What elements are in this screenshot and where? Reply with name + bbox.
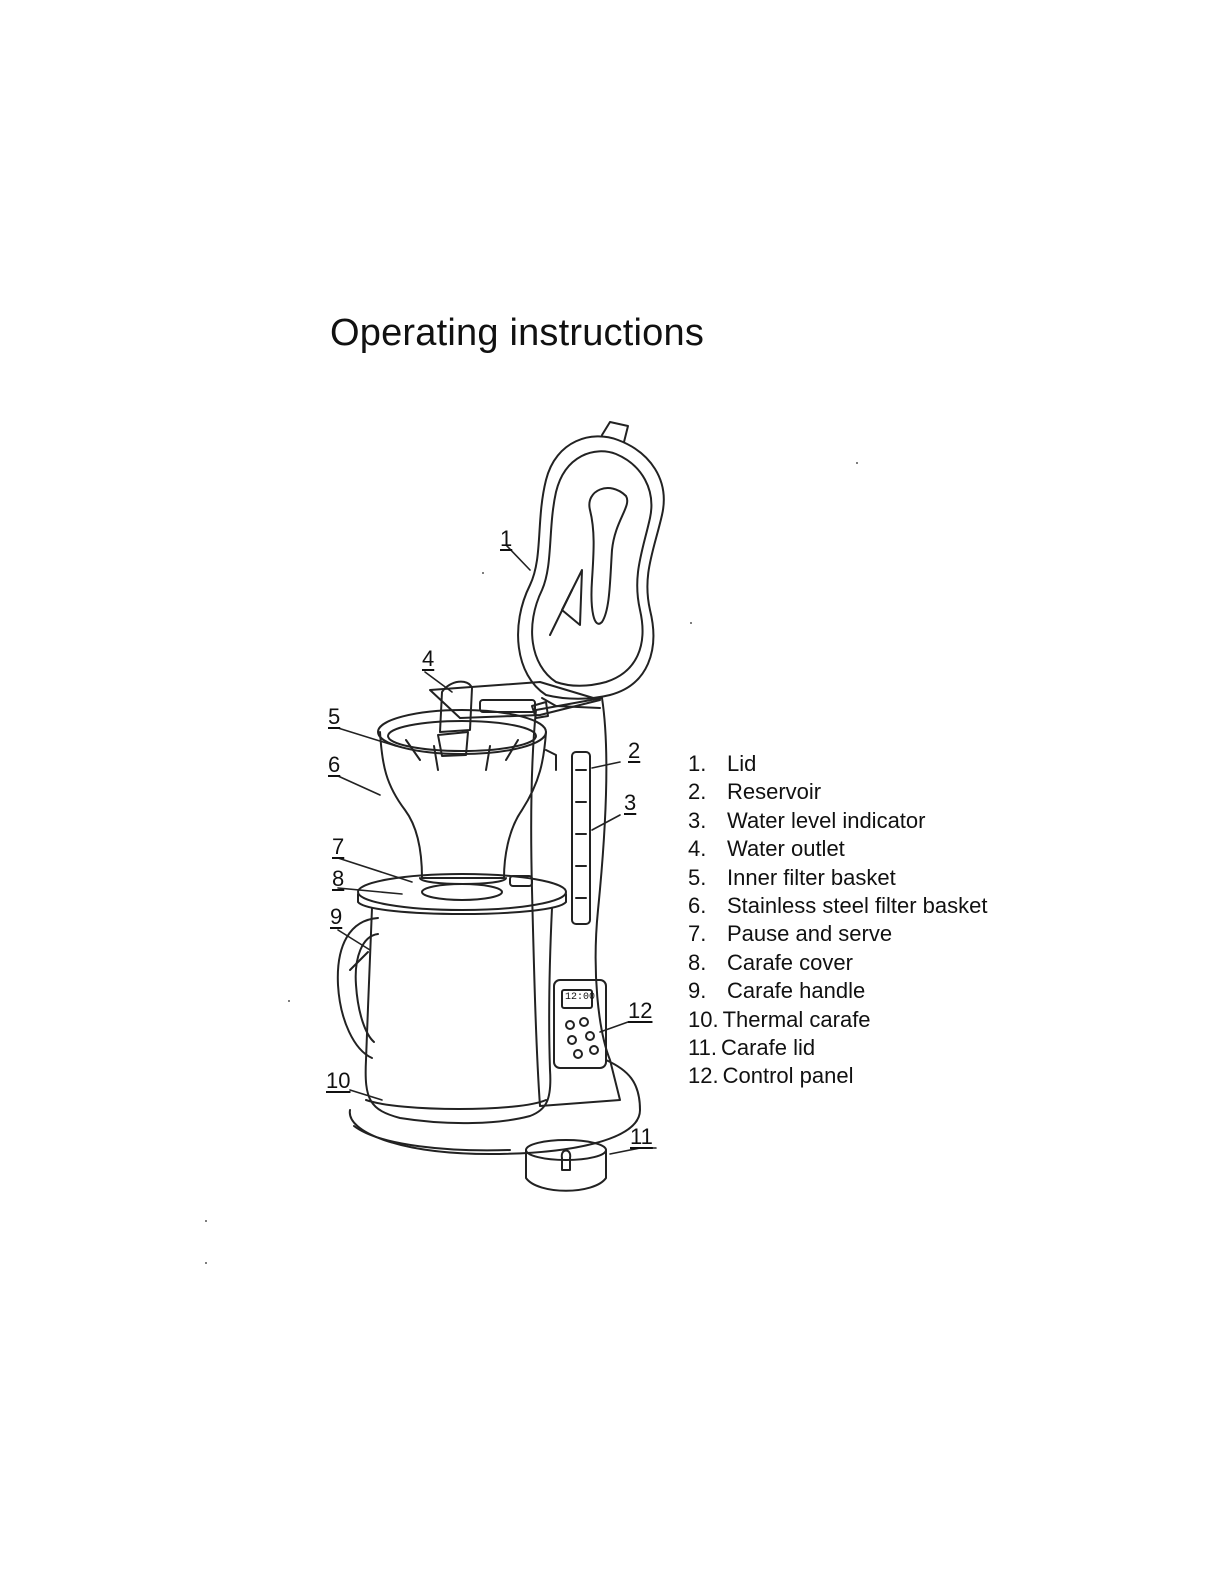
- lid-drawing: [518, 422, 664, 708]
- callout-6: 6: [328, 754, 340, 776]
- parts-list-item: 1.Lid: [688, 750, 987, 778]
- control-panel-display: 12:00: [565, 992, 595, 1003]
- parts-list-item: 12.Control panel: [688, 1062, 987, 1090]
- parts-list-item: 3.Water level indicator: [688, 807, 987, 835]
- scan-speck: [856, 462, 858, 464]
- leader-lines: [338, 545, 656, 1154]
- thermal-carafe-drawing: [338, 908, 552, 1123]
- parts-list-item: 2.Reservoir: [688, 778, 987, 806]
- callout-2: 2: [628, 740, 640, 762]
- carafe-lid-drawing: [526, 1140, 606, 1191]
- callout-7: 7: [332, 836, 344, 858]
- callout-5: 5: [328, 706, 340, 728]
- callout-3: 3: [624, 792, 636, 814]
- parts-list-item: 9.Carafe handle: [688, 977, 987, 1005]
- base-drawing: [350, 1060, 640, 1154]
- parts-list-item: 10.Thermal carafe: [688, 1006, 987, 1034]
- callout-4: 4: [422, 648, 434, 670]
- page-title: Operating instructions: [330, 312, 704, 355]
- parts-list: 1.Lid 2.Reservoir 3.Water level indicato…: [688, 750, 987, 1091]
- parts-list-item: 7.Pause and serve: [688, 920, 987, 948]
- callout-11: 11: [630, 1126, 653, 1148]
- parts-list-item: 5.Inner filter basket: [688, 864, 987, 892]
- parts-list-item: 11.Carafe lid: [688, 1034, 987, 1062]
- callout-1: 1: [500, 528, 512, 550]
- scan-speck: [288, 1000, 290, 1002]
- scan-speck: [205, 1262, 207, 1264]
- callout-9: 9: [330, 906, 342, 928]
- scan-speck: [205, 1220, 207, 1222]
- scan-speck: [482, 572, 484, 574]
- callout-8: 8: [332, 868, 344, 890]
- parts-list-item: 4.Water outlet: [688, 835, 987, 863]
- parts-list-item: 8.Carafe cover: [688, 949, 987, 977]
- callout-10: 10: [326, 1070, 350, 1092]
- callout-12: 12: [628, 1000, 652, 1022]
- parts-list-item: 6.Stainless steel filter basket: [688, 892, 987, 920]
- coffee-maker-diagram: 1 2 3 4 5 6 7 8 9 10 11 12 12:00: [310, 410, 690, 1210]
- scan-speck: [690, 622, 692, 624]
- carafe-cover-drawing: [358, 874, 566, 914]
